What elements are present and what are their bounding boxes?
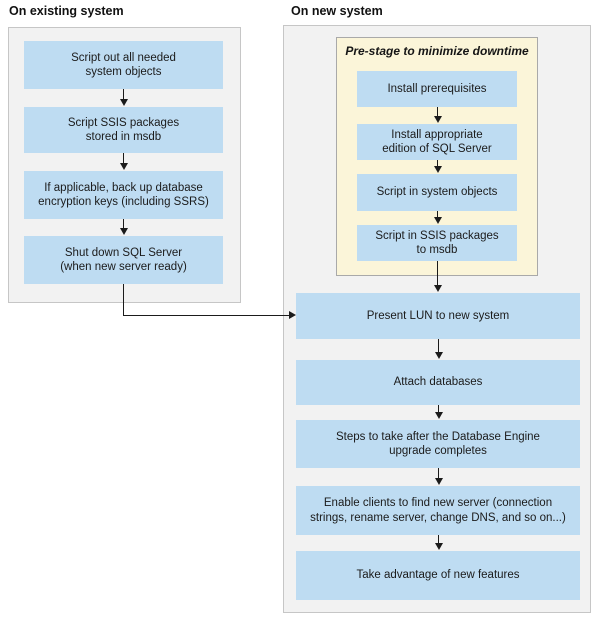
connector-horizontal-line	[123, 315, 289, 316]
step-shut-down-sql-server: Shut down SQL Server (when new server re…	[24, 236, 223, 284]
step-post-upgrade-steps: Steps to take after the Database Engine …	[296, 420, 580, 468]
arrow-down-icon	[433, 160, 442, 173]
arrow-down-icon	[119, 89, 128, 106]
arrow-down-icon	[434, 468, 443, 485]
arrow-down-icon	[434, 405, 443, 419]
step-script-in-ssis-packages: Script in SSIS packages to msdb	[357, 225, 517, 261]
step-backup-encryption-keys: If applicable, back up database encrypti…	[24, 171, 223, 219]
step-script-out-system-objects: Script out all needed system objects	[24, 41, 223, 89]
step-take-advantage-new-features: Take advantage of new features	[296, 551, 580, 600]
arrow-down-icon	[119, 219, 128, 235]
existing-system-heading: On existing system	[9, 4, 124, 18]
step-install-sql-server-edition: Install appropriate edition of SQL Serve…	[357, 124, 517, 160]
arrow-down-icon	[433, 261, 442, 292]
connector-vertical-line	[123, 284, 124, 315]
arrow-down-icon	[433, 211, 442, 224]
arrow-down-icon	[433, 107, 442, 123]
arrow-down-icon	[434, 535, 443, 550]
step-enable-clients: Enable clients to find new server (conne…	[296, 486, 580, 535]
prestage-title: Pre-stage to minimize downtime	[345, 44, 529, 58]
step-attach-databases: Attach databases	[296, 360, 580, 405]
step-install-prerequisites: Install prerequisites	[357, 71, 517, 107]
arrow-down-icon	[119, 153, 128, 170]
step-present-lun: Present LUN to new system	[296, 293, 580, 339]
new-system-heading: On new system	[291, 4, 383, 18]
step-script-in-system-objects: Script in system objects	[357, 174, 517, 211]
arrow-down-icon	[434, 339, 443, 359]
arrow-right-icon	[289, 311, 296, 319]
step-script-ssis-packages: Script SSIS packages stored in msdb	[24, 107, 223, 153]
